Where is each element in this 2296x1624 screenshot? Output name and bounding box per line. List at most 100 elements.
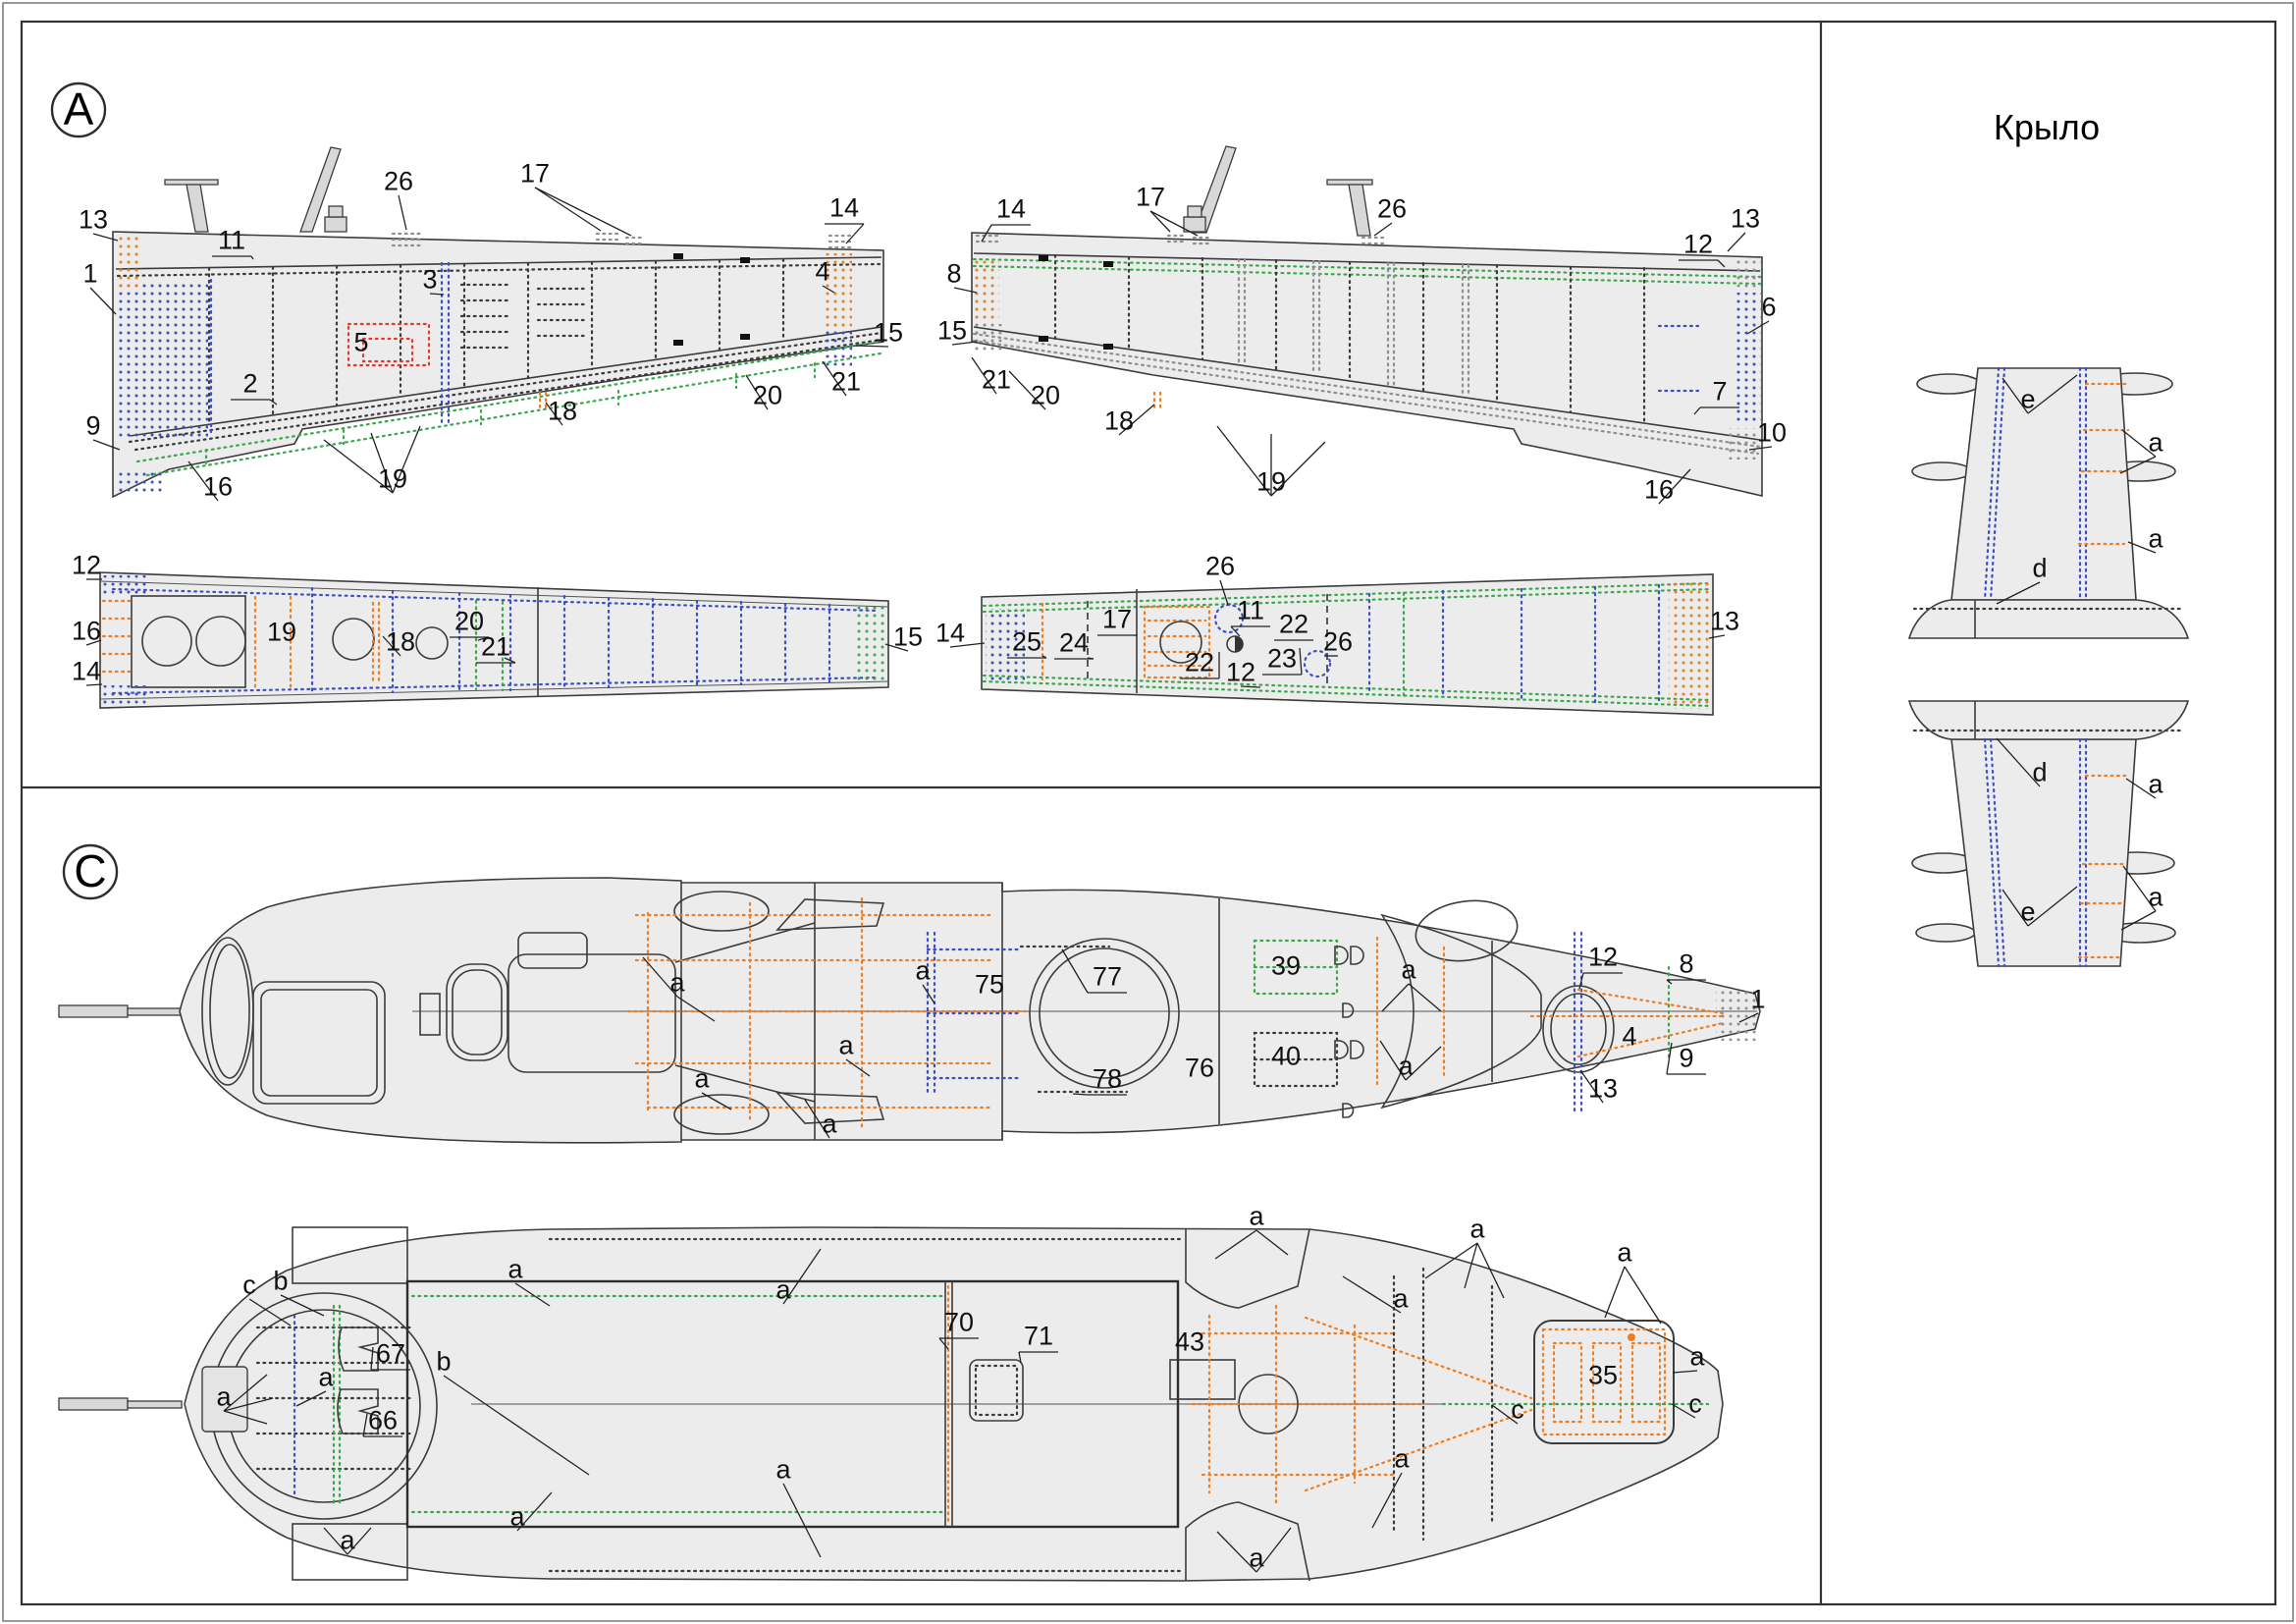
- callout-26: 26: [1376, 193, 1408, 224]
- callout-9: 9: [1679, 1043, 1694, 1073]
- callout-78: 78: [1092, 1063, 1123, 1094]
- callout-19: 19: [377, 463, 408, 494]
- callout-13: 13: [1730, 203, 1761, 234]
- callout-2: 2: [242, 368, 258, 399]
- callout-4: 4: [815, 256, 830, 287]
- callout-9: 9: [85, 410, 101, 441]
- callout-a: a: [2148, 769, 2163, 799]
- callout-23: 23: [1266, 643, 1298, 674]
- fuselage-bottom-view: [58, 1226, 1724, 1582]
- callout-a: a: [509, 1501, 525, 1532]
- callout-a: a: [507, 1254, 523, 1284]
- callout-71: 71: [1023, 1321, 1054, 1351]
- callout-26: 26: [383, 166, 414, 196]
- callout-70: 70: [943, 1307, 975, 1337]
- callout-18: 18: [1103, 406, 1135, 436]
- wing-left-top-view: [112, 146, 884, 499]
- callout-a: a: [1469, 1214, 1485, 1244]
- callout-13: 13: [1587, 1073, 1619, 1104]
- callout-20: 20: [454, 606, 485, 636]
- callout-b: b: [273, 1266, 289, 1296]
- callout-17: 17: [1135, 182, 1166, 212]
- callout-21: 21: [480, 631, 511, 662]
- fuselage-top-view: [58, 877, 1761, 1144]
- callout-a: a: [340, 1525, 355, 1555]
- callout-a: a: [2148, 882, 2163, 912]
- callout-4: 4: [1622, 1021, 1637, 1052]
- callout-76: 76: [1184, 1053, 1215, 1083]
- callout-10: 10: [1756, 417, 1788, 448]
- callout-16: 16: [202, 471, 234, 502]
- callout-40: 40: [1270, 1041, 1302, 1071]
- callout-20: 20: [752, 380, 783, 410]
- callout-25: 25: [1011, 626, 1042, 657]
- callout-a: a: [1617, 1237, 1632, 1268]
- callout-5: 5: [353, 327, 369, 357]
- callout-15: 15: [873, 317, 904, 348]
- callout-22: 22: [1184, 647, 1215, 677]
- callout-a: a: [669, 967, 685, 998]
- callout-14: 14: [71, 656, 102, 686]
- callout-19: 19: [266, 617, 297, 647]
- callout-6: 6: [1761, 292, 1777, 322]
- callout-24: 24: [1058, 627, 1090, 658]
- callout-3: 3: [422, 264, 438, 295]
- callout-35: 35: [1587, 1360, 1619, 1390]
- callout-13: 13: [1709, 606, 1740, 636]
- wing-right-top-view: [971, 145, 1763, 498]
- callout-14: 14: [828, 192, 860, 223]
- callout-a: a: [1249, 1201, 1264, 1231]
- callout-12: 12: [71, 550, 102, 580]
- callout-15: 15: [892, 622, 924, 652]
- wing-center-section-top: [1907, 366, 2190, 639]
- callout-16: 16: [71, 616, 102, 646]
- callout-8: 8: [946, 258, 962, 289]
- callout-a: a: [318, 1362, 334, 1392]
- callout-a: a: [1249, 1543, 1264, 1573]
- callout-c: c: [1511, 1394, 1524, 1425]
- callout-a: a: [1393, 1283, 1409, 1314]
- callout-8: 8: [1679, 948, 1694, 979]
- callout-26: 26: [1322, 626, 1354, 657]
- callout-d: d: [2032, 553, 2048, 583]
- callout-e: e: [2020, 896, 2036, 927]
- callout-20: 20: [1030, 380, 1061, 410]
- callout-1: 1: [82, 258, 98, 289]
- callout-67: 67: [375, 1338, 406, 1369]
- callout-e: e: [2020, 384, 2036, 414]
- section-c-marker: C: [74, 844, 107, 896]
- callout-a: a: [1398, 1051, 1414, 1081]
- callout-a: a: [915, 955, 931, 986]
- callout-21: 21: [830, 366, 862, 397]
- section-a-marker: A: [63, 82, 94, 135]
- callout-7: 7: [1712, 376, 1728, 406]
- callout-39: 39: [1270, 950, 1302, 981]
- callout-a: a: [216, 1381, 232, 1412]
- callout-14: 14: [934, 618, 966, 648]
- callout-1: 1: [1750, 984, 1766, 1014]
- section-a-circle: [50, 81, 107, 138]
- callout-12: 12: [1225, 657, 1256, 687]
- section-c-circle: [62, 843, 119, 900]
- callout-a: a: [694, 1063, 710, 1094]
- callout-13: 13: [78, 204, 109, 235]
- callout-a: a: [1394, 1443, 1410, 1474]
- callout-a: a: [1401, 954, 1416, 985]
- wing-left-bottom-view: [99, 571, 889, 709]
- callout-22: 22: [1278, 609, 1309, 639]
- callout-12: 12: [1587, 942, 1619, 972]
- callout-11: 11: [1236, 595, 1265, 625]
- callout-a: a: [2148, 427, 2163, 458]
- callout-12: 12: [1682, 229, 1714, 259]
- callout-17: 17: [519, 158, 551, 189]
- callout-c: c: [242, 1270, 256, 1300]
- callout-11: 11: [217, 225, 246, 255]
- callout-d: d: [2032, 757, 2048, 787]
- callout-43: 43: [1174, 1326, 1205, 1357]
- callout-17: 17: [1101, 604, 1133, 634]
- wing-right-bottom-view: [981, 573, 1714, 716]
